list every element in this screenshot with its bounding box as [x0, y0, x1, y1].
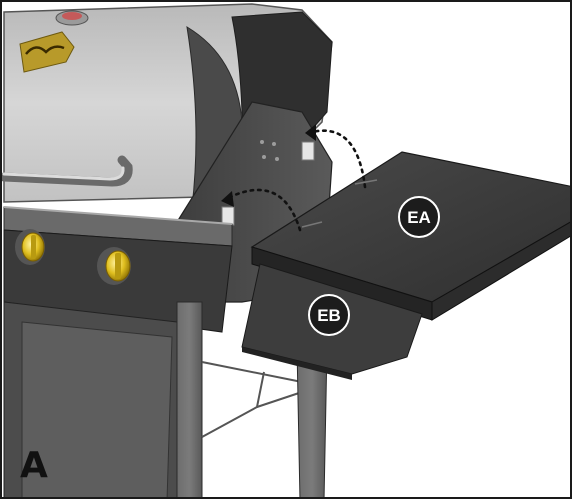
brand-logo	[19, 31, 75, 73]
insert-arrow-lower	[221, 188, 302, 232]
svg-text:EB: EB	[317, 306, 341, 325]
wire-rack	[201, 361, 303, 438]
callout-eb: EB	[308, 294, 350, 336]
lid-handle	[2, 155, 133, 187]
insert-arrow-upper	[305, 124, 367, 189]
cart-cabinet	[3, 301, 203, 497]
knob-right	[97, 247, 131, 285]
callout-ea: EA	[398, 196, 440, 238]
svg-text:EA: EA	[407, 208, 431, 227]
panel-label: A	[20, 445, 48, 486]
knob-left	[15, 229, 45, 265]
